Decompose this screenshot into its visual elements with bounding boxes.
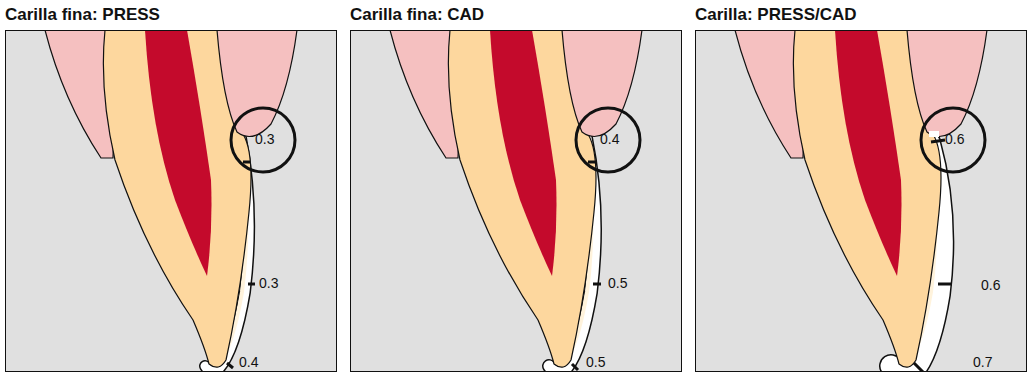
thickness-value: 0.6 xyxy=(979,278,1002,293)
thickness-value: 0.5 xyxy=(584,355,607,370)
panel-title: Carilla: PRESS/CAD xyxy=(695,6,857,25)
thickness-value: 0.7 xyxy=(971,355,994,370)
panel-title: Carilla fina: CAD xyxy=(350,6,484,25)
thickness-value: 0.3 xyxy=(257,276,280,291)
thickness-value: 0.4 xyxy=(237,355,260,370)
thickness-value: 0.6 xyxy=(943,132,966,147)
thickness-value: 0.3 xyxy=(253,132,276,147)
panel-title: Carilla fina: PRESS xyxy=(5,6,160,25)
thickness-value: 0.5 xyxy=(606,276,629,291)
thickness-value: 0.4 xyxy=(598,132,621,147)
